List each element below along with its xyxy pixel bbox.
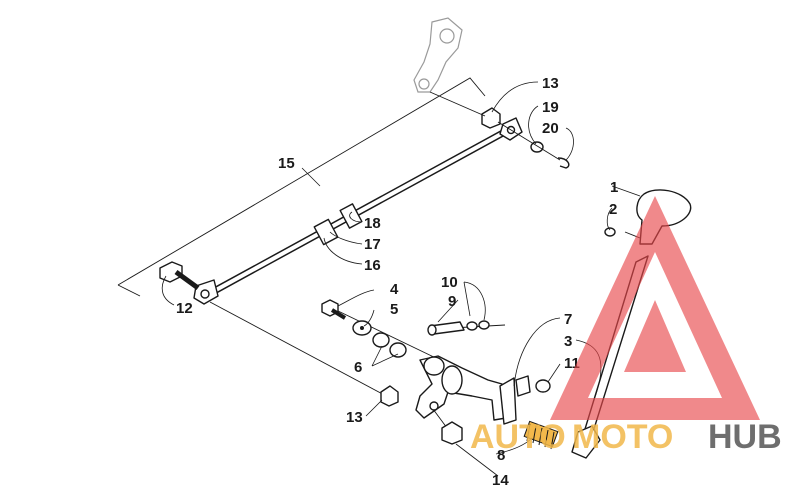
callout-12: 12 bbox=[176, 300, 193, 317]
callout-3: 3 bbox=[564, 333, 572, 350]
callout-1: 1 bbox=[610, 179, 618, 196]
callout-18: 18 bbox=[364, 215, 381, 232]
watermark-triangle-icon bbox=[550, 196, 760, 420]
nut-14 bbox=[441, 421, 463, 445]
watermark-auto: AUTO bbox=[470, 418, 566, 456]
callout-20: 20 bbox=[542, 120, 559, 137]
callouts: 1 2 3 4 5 6 7 8 9 10 11 12 13 13 14 15 1… bbox=[176, 75, 618, 489]
callout-7: 7 bbox=[564, 311, 572, 328]
shift-arm-ghost bbox=[413, 17, 463, 93]
shift-lever-bracket bbox=[415, 355, 531, 425]
nut-13-lower bbox=[380, 385, 399, 407]
bolt-12 bbox=[159, 261, 200, 291]
nut-11 bbox=[535, 379, 551, 393]
callout-8: 8 bbox=[497, 447, 505, 464]
callout-5: 5 bbox=[390, 301, 398, 318]
watermark-logo: AUTO MOTO HUB bbox=[470, 196, 782, 456]
spring-8 bbox=[523, 420, 559, 450]
callout-13-upper: 13 bbox=[542, 75, 559, 92]
callout-17: 17 bbox=[364, 236, 381, 253]
lever-fasteners bbox=[321, 299, 407, 358]
pin-9 bbox=[427, 320, 490, 336]
assembly-bracket-15 bbox=[117, 77, 486, 297]
leader-lines bbox=[161, 81, 641, 477]
callout-9: 9 bbox=[448, 293, 456, 310]
callout-4: 4 bbox=[390, 281, 399, 298]
callout-6: 6 bbox=[354, 359, 362, 376]
callout-13-lower: 13 bbox=[346, 409, 363, 426]
callout-16: 16 bbox=[364, 257, 381, 274]
watermark-moto: MOTO bbox=[572, 418, 673, 456]
callout-14: 14 bbox=[492, 472, 509, 489]
callout-2: 2 bbox=[609, 201, 617, 218]
callout-10: 10 bbox=[441, 274, 458, 291]
callout-19: 19 bbox=[542, 99, 559, 116]
watermark-hub: HUB bbox=[708, 418, 782, 456]
callout-15: 15 bbox=[278, 155, 295, 172]
